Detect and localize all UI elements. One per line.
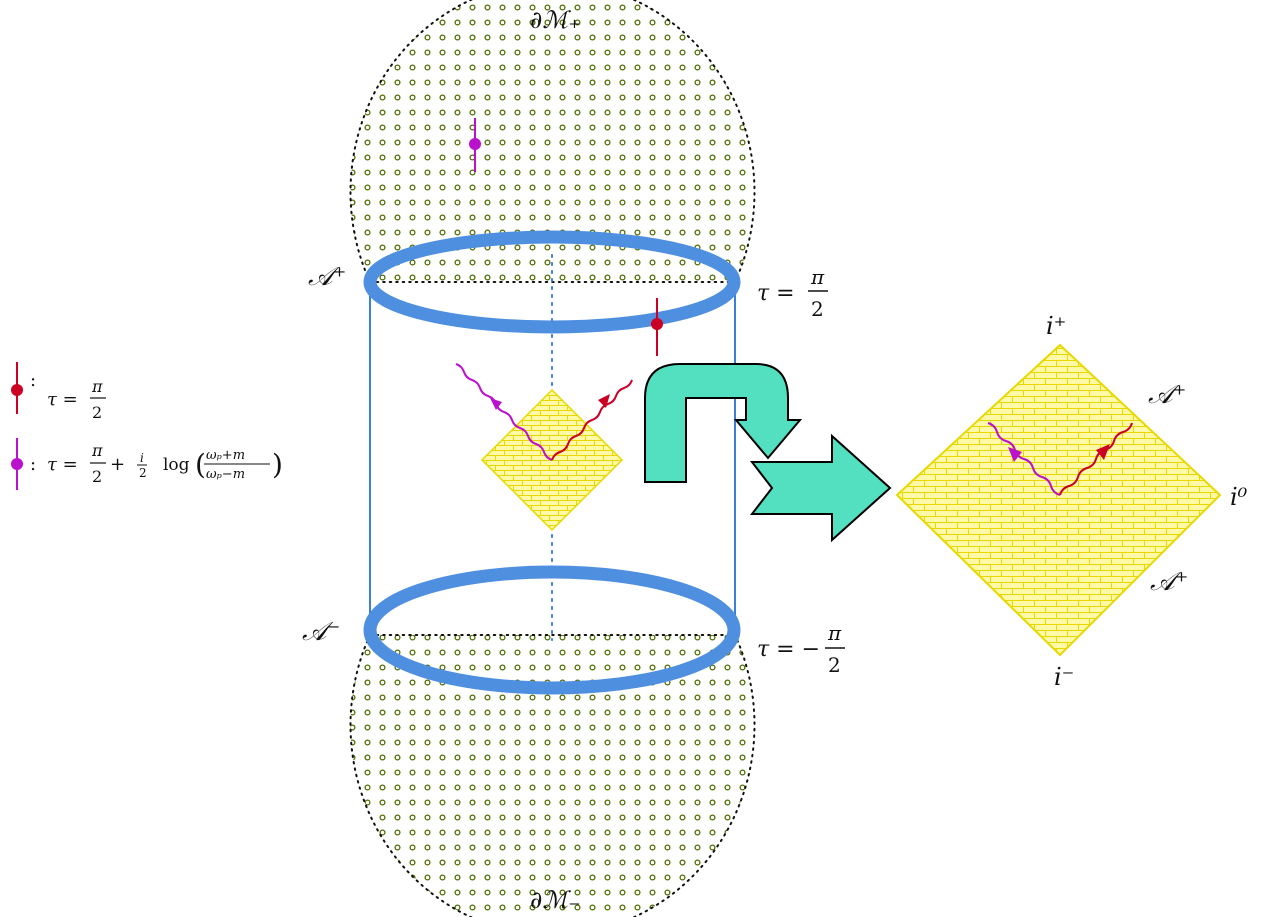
red-marker-dot xyxy=(651,318,663,330)
label-boundary-top: ∂ℳ₊ xyxy=(530,6,581,34)
legend-numerator: ωₚ+m xyxy=(206,448,245,463)
legend-red-colon: : xyxy=(30,370,36,391)
pi-numerator: π xyxy=(810,265,825,289)
legend-plus: + xyxy=(110,454,125,475)
label-tau-neg-half-pi: τ = − π 2 xyxy=(757,621,845,677)
legend-denominator: ωₚ−m xyxy=(206,467,245,482)
legend-log: log xyxy=(163,455,190,475)
label-penrose-A-upper: 𝒜⁺ xyxy=(1148,380,1186,410)
scri-plus-ring xyxy=(363,230,741,334)
legend-purple-tau: τ = xyxy=(47,454,78,475)
label-i-minus: i⁻ xyxy=(1054,663,1074,691)
purple-marker-dot xyxy=(469,138,481,150)
label-penrose-A-lower: 𝒜⁺ xyxy=(1150,567,1188,597)
legend-red-pi: π xyxy=(91,377,103,396)
future-boundary-region xyxy=(349,0,756,283)
label-boundary-bottom: ∂ℳ₋ xyxy=(530,886,581,914)
pi-numerator: π xyxy=(827,621,842,645)
small-red-arrowhead xyxy=(598,394,610,408)
legend-red-tau: τ = xyxy=(47,389,78,410)
label-i-zero: i⁰ xyxy=(1230,483,1248,511)
legend-i: i xyxy=(140,451,144,465)
tau-eq-neg-text: τ = − xyxy=(757,637,820,662)
legend-half-two: 2 xyxy=(139,466,147,480)
label-tau-half-pi: τ = π 2 xyxy=(757,265,828,321)
two-denominator: 2 xyxy=(828,653,841,677)
label-i-plus: i⁺ xyxy=(1046,312,1066,340)
past-boundary-region xyxy=(349,634,756,917)
penrose-purple-wave xyxy=(987,422,1061,496)
small-red-wave xyxy=(551,379,633,461)
conformal-map-arrow xyxy=(644,363,803,483)
legend-purple: : τ = π 2 + i 2 log ( ωₚ+m ωₚ−m ) xyxy=(11,438,283,490)
two-denominator: 2 xyxy=(811,297,824,321)
legend-red-dot xyxy=(11,384,23,396)
penrose-purple-arrowhead xyxy=(1008,447,1022,462)
small-purple-wave xyxy=(455,363,553,461)
legend-rparen: ) xyxy=(272,448,283,481)
legend-purple-dot xyxy=(11,458,23,470)
legend-red: : τ = π 2 xyxy=(11,362,106,422)
legend-purple-two: 2 xyxy=(92,467,102,486)
legend-purple-colon: : xyxy=(30,454,36,475)
tau-eq-text: τ = xyxy=(757,281,795,306)
small-purple-arrowhead xyxy=(490,398,502,410)
scri-minus-ring xyxy=(363,565,741,695)
map-forward-arrow xyxy=(749,433,892,543)
legend-red-two: 2 xyxy=(92,403,102,422)
legend-purple-pi: π xyxy=(91,441,103,460)
penrose-red-arrowhead xyxy=(1096,444,1110,460)
label-scri-plus: 𝒜⁺ xyxy=(308,262,346,292)
label-scri-minus: 𝒜⁻ xyxy=(302,617,340,647)
penrose-red-wave xyxy=(1059,422,1133,496)
penrose-diamond xyxy=(895,343,1222,657)
legend-lparen: ( xyxy=(195,448,206,481)
